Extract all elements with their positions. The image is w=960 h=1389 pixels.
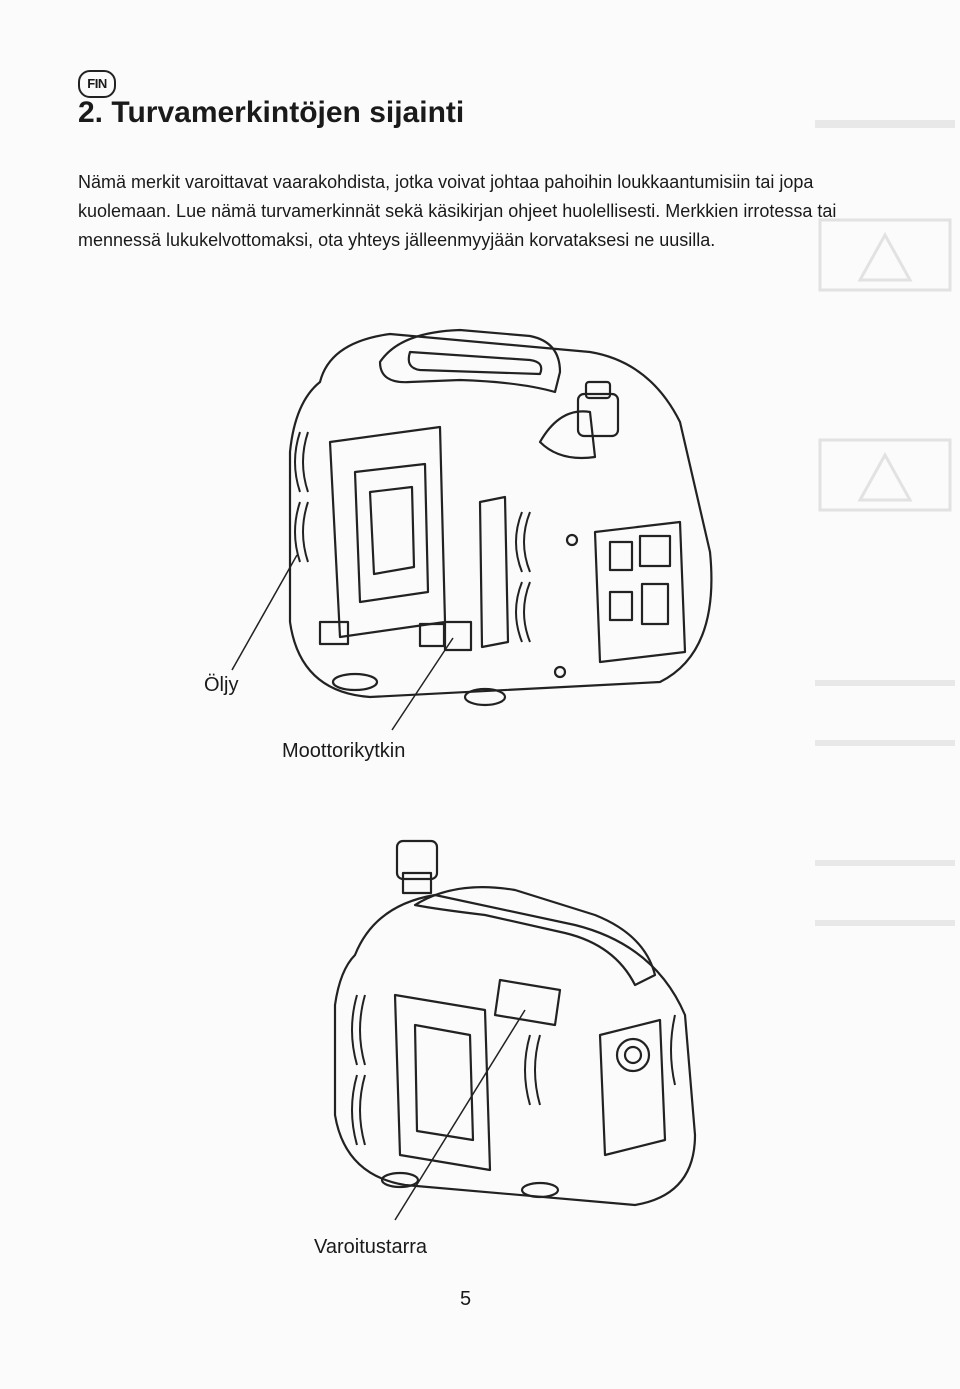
generator-rear-illustration	[333, 839, 697, 1207]
bleed-through-shadow	[815, 120, 955, 926]
oil-callout-label: Öljy	[204, 674, 239, 696]
page-number: 5	[460, 1288, 472, 1310]
engine-switch-callout-label: Moottorikytkin	[282, 740, 406, 762]
language-badge: FIN	[78, 70, 116, 98]
generator-front-illustration	[288, 328, 713, 707]
warning-label-callout-label: Varoitustarra	[314, 1236, 428, 1258]
intro-paragraph: Nämä merkit varoittavat vaarakohdista, j…	[78, 172, 837, 250]
section-title: 2. Turvamerkintöjen sijainti	[78, 96, 465, 129]
